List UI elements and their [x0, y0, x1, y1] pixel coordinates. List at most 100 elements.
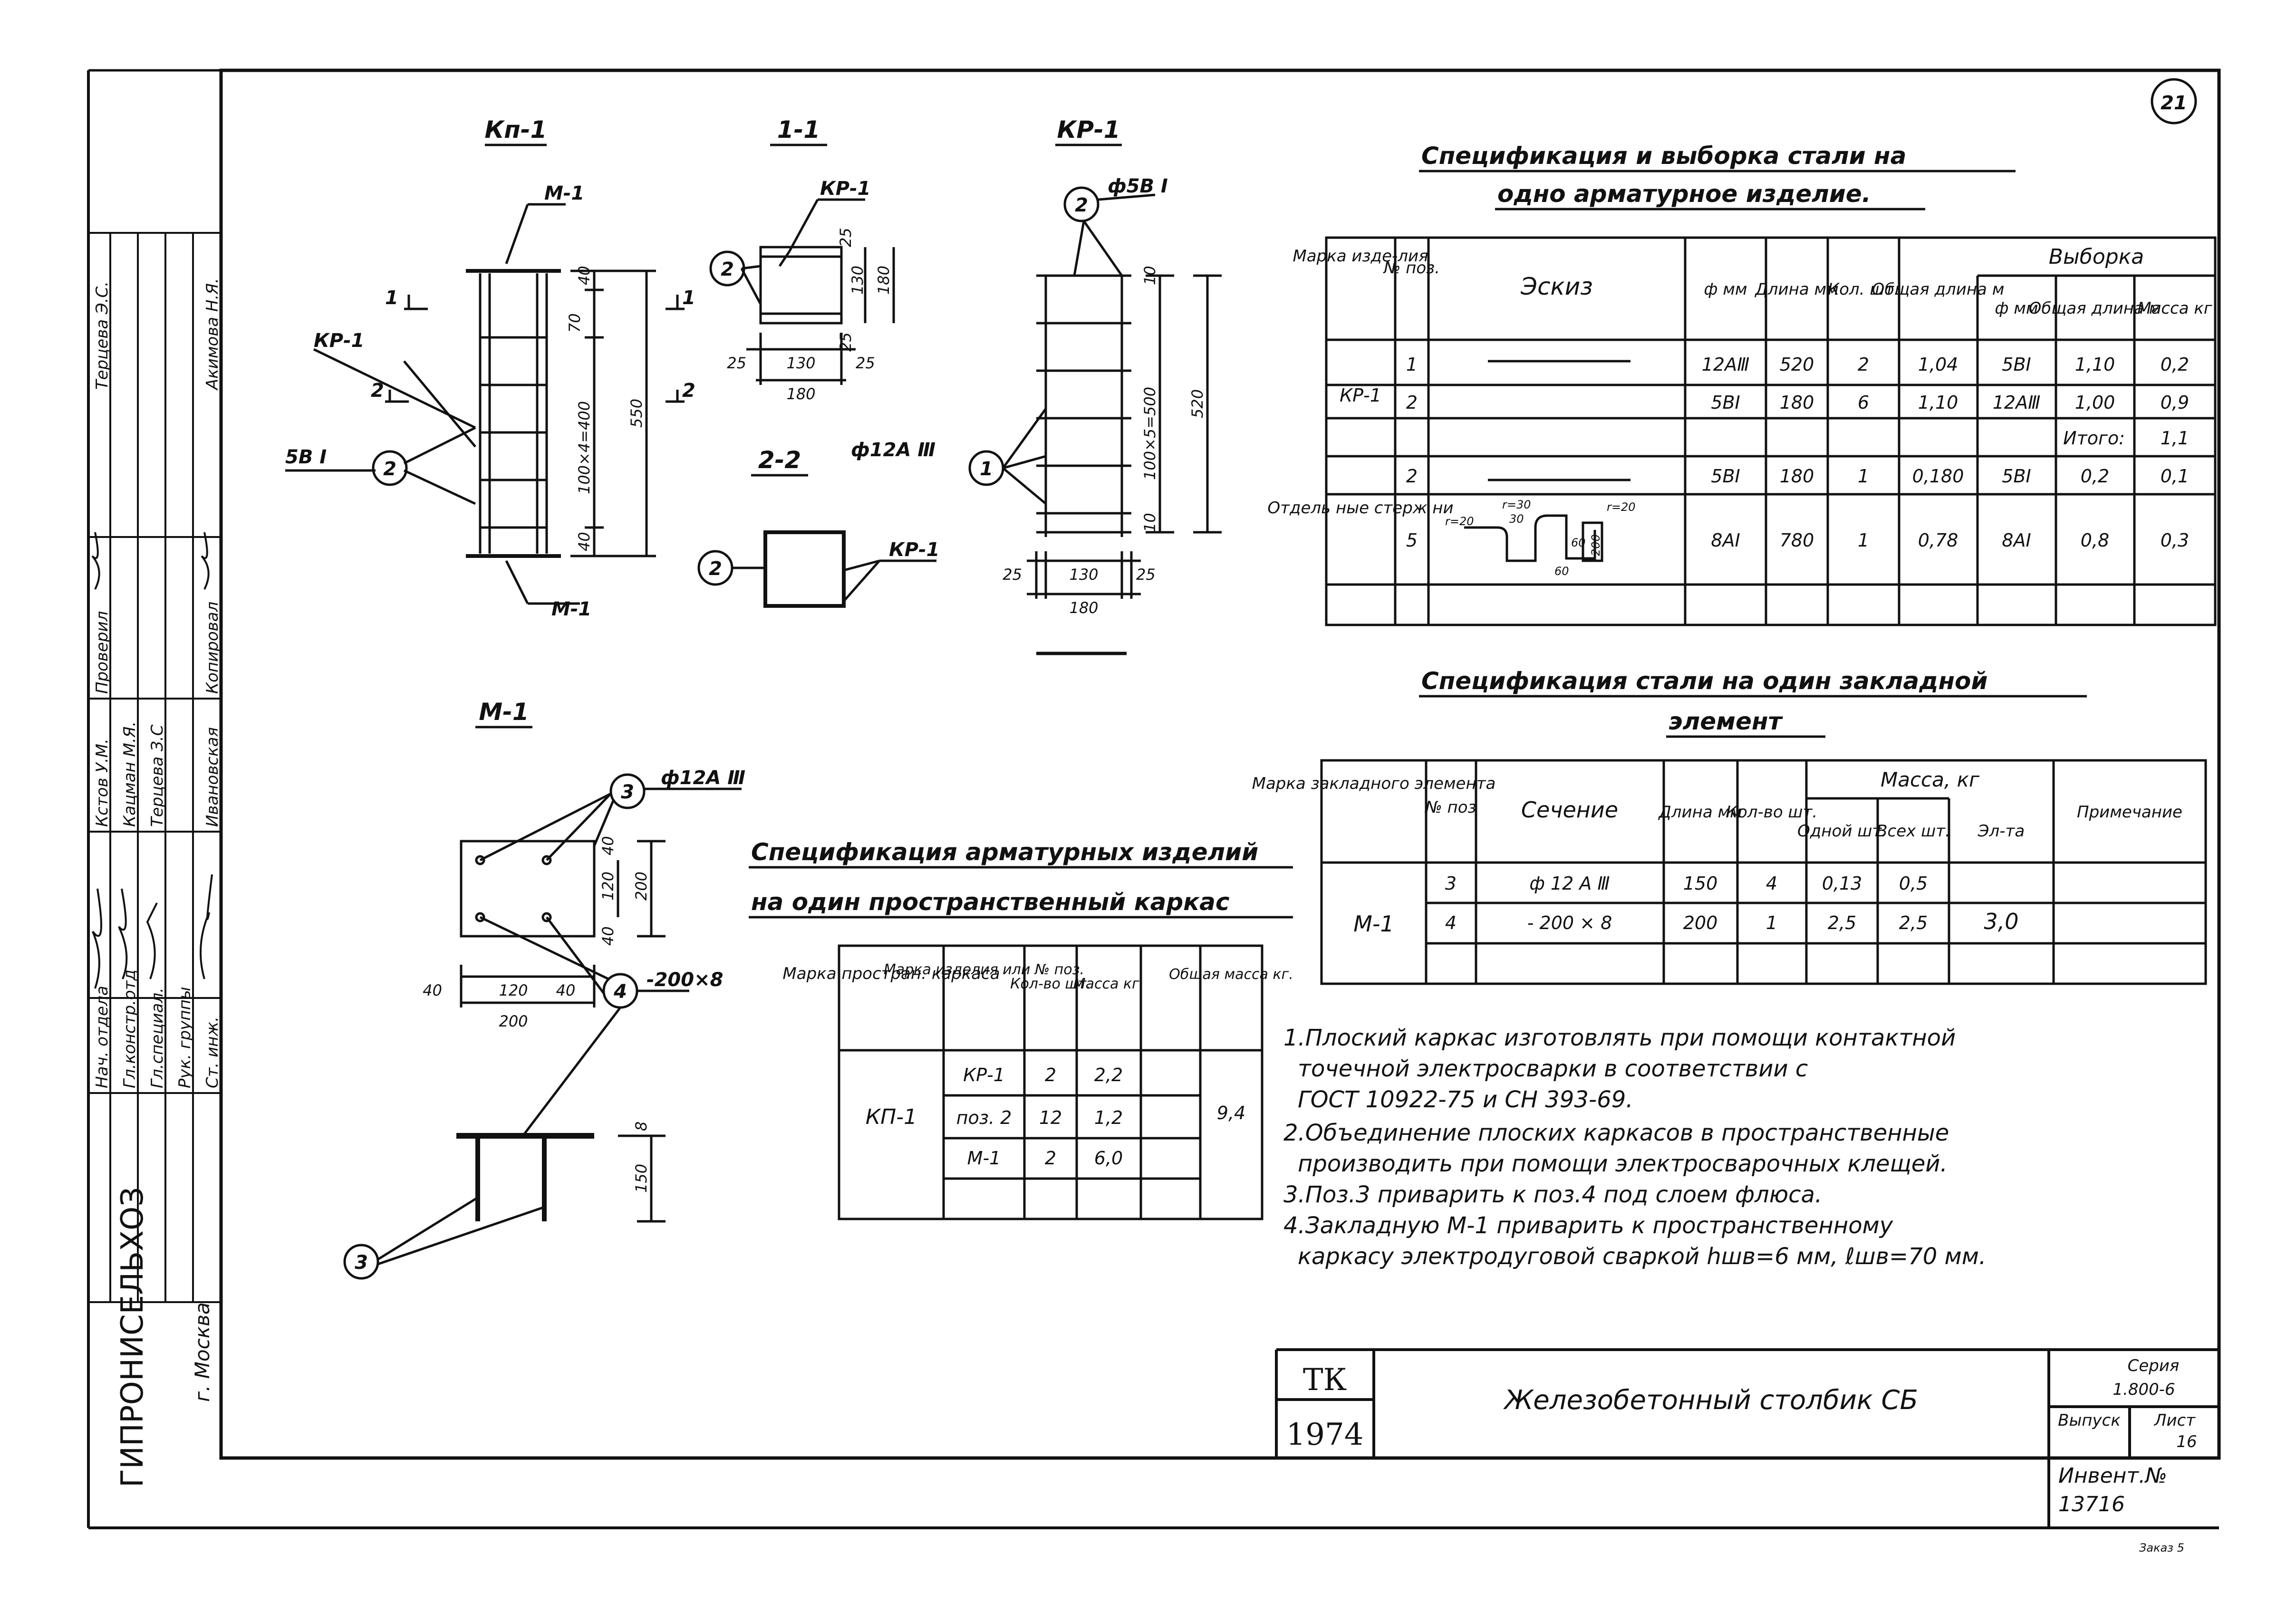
check-label: Проверил	[93, 611, 112, 694]
spec-steel-r4-smass: 0,3	[2161, 530, 2189, 551]
sec22-pos2: 2	[709, 558, 722, 580]
spec-frame-r2-qty: 12	[1039, 1107, 1062, 1128]
spec-steel-h-sketch: Эскиз	[1520, 273, 1593, 300]
tb-year: 1974	[1286, 1417, 1364, 1452]
tb-inv-label: Инвент.№	[2058, 1464, 2167, 1488]
spec-embed-r1-length: 150	[1683, 873, 1718, 894]
sec11-pos2: 2	[721, 259, 734, 280]
spec-steel-r3-dia: 5ВI	[1711, 466, 1740, 487]
sec11-dim-130w: 130	[786, 354, 815, 372]
sketch-dim-e: 200	[1589, 534, 1602, 556]
note-line-4: 2.Объединение плоских каркасов в простра…	[1283, 1120, 1949, 1146]
kp1-dim-total: 550	[627, 399, 646, 428]
spec-steel-r4-dia: 8АI	[1711, 530, 1740, 551]
note-line-6: 3.Поз.3 приварить к поз.4 под слоем флюс…	[1283, 1181, 1822, 1208]
sketch-dim-d: r=20	[1607, 500, 1636, 514]
spec-steel: Спецификация и выборка стали на одно арм…	[1267, 142, 2217, 626]
sec11-dim-180w: 180	[786, 385, 815, 403]
role-2: Гл.констр.отд	[120, 969, 139, 1088]
m1-dim-40v2: 40	[599, 926, 617, 946]
kp1-sec2-l: 2	[371, 380, 384, 402]
signature-marks	[91, 532, 213, 989]
note-line-5: производить при помощи электросварочных …	[1298, 1151, 1948, 1177]
spec-steel-r3-mark: Отдель ные стерж ни	[1267, 499, 1453, 518]
spec-steel-r2-sdia: 12АⅢ	[1993, 392, 2041, 413]
kp1-m1-bottom: М-1	[551, 598, 591, 620]
spec-frame-h-item: Марка изделия или № поз.	[884, 961, 1084, 978]
spec-frame-h-mark: Марка простран. каркаса	[782, 964, 1000, 983]
spec-frame-mark: КП-1	[866, 1105, 917, 1129]
sec11-title: 1-1	[777, 116, 820, 144]
spec-steel-h-selmass: Масса кг	[2137, 299, 2213, 318]
kp1-sec1-l: 1	[385, 287, 398, 309]
spec-steel-r1-sdia: 5ВI	[2002, 354, 2031, 375]
m1-dim-120v: 120	[599, 872, 617, 901]
sketch-dim-g: 60	[1571, 536, 1586, 549]
tb-sheet: 16	[2176, 1432, 2197, 1451]
spec-steel-r4-pos: 5	[1406, 530, 1418, 551]
name-3: Терцева З.С	[148, 724, 167, 827]
kr1-dim-25b: 25	[1136, 566, 1156, 584]
spec-embed-r2-one: 2,5	[1828, 912, 1856, 933]
spec-embed-h-mass: Масса, кг	[1881, 768, 1980, 791]
kr1-dim-130: 130	[1069, 566, 1098, 584]
spec-steel-h-total: Общая длина м	[1872, 280, 2005, 299]
kp1-m1-top: М-1	[544, 182, 584, 204]
name-2: Кацман М.Я.	[120, 721, 139, 827]
drew-name: Ивановская	[203, 727, 222, 827]
notes: 1.Плоский каркас изготовлять при помощи …	[1283, 1025, 1986, 1270]
kr1-dim-mid: 100×5=500	[1141, 387, 1159, 480]
spec-frame-title-2: на один пространственный каркас	[751, 888, 1230, 916]
role-1: Нач. отдела	[93, 986, 112, 1088]
spec-steel-r3-smass: 0,1	[2161, 466, 2189, 487]
copy-name: Акимова Н.Я.	[203, 278, 222, 391]
spec-steel-r2-smass: 0,9	[2161, 392, 2189, 413]
sec11-dim-25w2: 25	[856, 354, 875, 372]
kp1-dim-bottom: 40	[575, 532, 593, 551]
spec-steel-r2-length: 180	[1780, 392, 1814, 413]
m1-dim-8: 8	[632, 1122, 650, 1131]
spec-steel-h-seldia: ф мм	[1995, 299, 2038, 318]
kr1-dim-10: 10	[1141, 266, 1159, 285]
spec-frame-r2-item: поз. 2	[956, 1107, 1012, 1128]
spec-embed-r1-all: 0,5	[1899, 873, 1928, 894]
spec-embed-h-pos: № поз	[1424, 798, 1476, 817]
sec22-rebar: ф12А Ⅲ	[851, 439, 936, 461]
spec-embed: Спецификация стали на один закладной эле…	[1252, 667, 2207, 985]
spec-steel-r2-slen: 1,00	[2075, 392, 2115, 413]
spec-steel-h-length: Длина мм	[1754, 280, 1839, 299]
spec-steel-r4-sdia: 8АI	[2002, 530, 2031, 551]
note-line-8: каркасу электродуговой сваркой hшв=6 мм,…	[1298, 1243, 1986, 1270]
spec-embed-h-all: Всех шт.	[1876, 822, 1950, 841]
note-line-1: 1.Плоский каркас изготовлять при помощи …	[1283, 1025, 1956, 1051]
spec-embed-r2-section: - 200 × 8	[1527, 912, 1612, 933]
sec11-dim-180: 180	[875, 266, 893, 295]
tb-sheet-label: Лист	[2153, 1411, 2196, 1430]
spec-frame-title-1: Спецификация арматурных изделий	[751, 838, 1258, 866]
spec-embed-h-length: Длина мм	[1658, 803, 1742, 822]
spec-frame-r3-qty: 2	[1045, 1148, 1056, 1169]
kp1-dim-70: 70	[566, 313, 584, 333]
spec-embed-h-one: Одной шт.	[1797, 822, 1887, 841]
kp1-sec1-r: 1	[682, 287, 695, 309]
spec-steel-r1-total: 1,04	[1918, 354, 1958, 375]
spec-frame-r1-qty: 2	[1045, 1065, 1056, 1085]
m1-pos3b: 3	[355, 1252, 368, 1274]
spec-embed-r2-qty: 1	[1766, 912, 1777, 933]
check-name: Терцева Э.С.	[93, 281, 112, 390]
spec-steel-title-1: Спецификация и выборка стали на	[1421, 142, 1906, 170]
m1-dim-150: 150	[632, 1164, 650, 1193]
spec-frame-r2-mass: 1,2	[1094, 1107, 1123, 1128]
spec-frame: Спецификация арматурных изделий на один …	[749, 838, 1293, 1220]
spec-steel-h-selection: Выборка	[2049, 245, 2144, 269]
spec-steel-r1-slen: 1,10	[2075, 354, 2115, 375]
spec-embed-r1-one: 0,13	[1822, 873, 1862, 894]
m1-rebar: ф12А Ⅲ	[661, 767, 745, 789]
m1-dim-200: 200	[499, 1012, 528, 1030]
spec-frame-r3-item: М-1	[967, 1148, 1001, 1169]
m1-pos3: 3	[621, 781, 634, 803]
drawing-kr1: КР-1	[968, 116, 1222, 655]
role-3: Гл.специал.	[148, 988, 167, 1088]
spec-embed-elem-mass: 3,0	[1984, 909, 2018, 934]
drawing-sec22: 2-2 ф12А Ⅲ 2 КР-1	[697, 439, 939, 608]
